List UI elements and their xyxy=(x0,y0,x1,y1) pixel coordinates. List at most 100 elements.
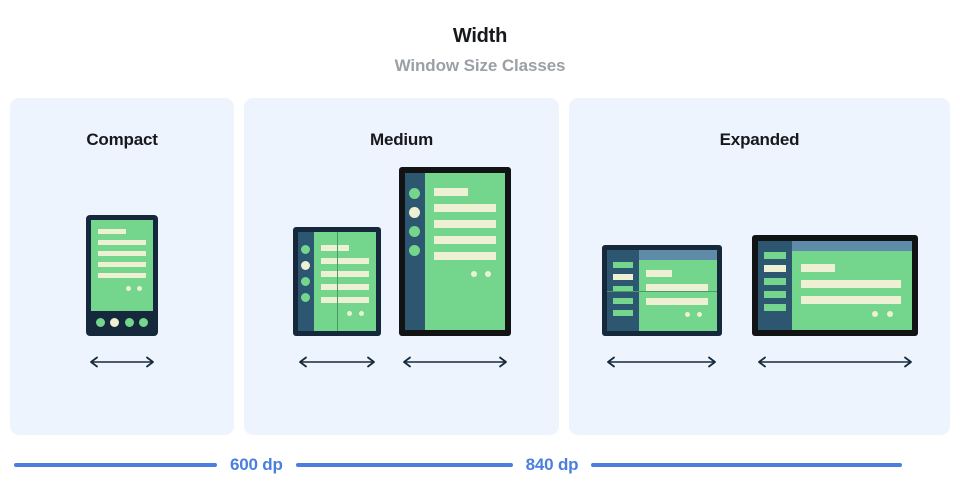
tablet-portrait-frame xyxy=(398,167,511,336)
nav-dot xyxy=(96,318,106,327)
rail-bar-active xyxy=(763,265,786,272)
foldable-landscape-frame xyxy=(601,245,722,336)
scale-line-segment xyxy=(591,463,903,467)
device-group-expanded xyxy=(569,235,950,369)
rail-bar xyxy=(612,262,633,268)
card-medium: Medium xyxy=(244,98,559,435)
rail-bar xyxy=(763,278,786,285)
tablet-landscape-frame xyxy=(751,235,918,336)
screen-dot xyxy=(358,311,364,316)
content-area xyxy=(638,250,717,331)
rail-dot xyxy=(301,277,310,286)
screen-line xyxy=(320,271,369,277)
screen-dot xyxy=(346,311,352,316)
rail-dot xyxy=(409,226,420,237)
screen-line xyxy=(800,296,901,304)
content-area xyxy=(314,232,376,331)
content-area xyxy=(425,173,505,330)
device-foldable-landscape xyxy=(601,245,722,369)
tablet-portrait-screen xyxy=(404,173,505,330)
tablet-landscape-screen xyxy=(757,241,912,330)
screen-dot xyxy=(470,271,477,277)
screen-dot xyxy=(684,312,690,317)
screen-line xyxy=(433,188,468,196)
top-bar xyxy=(638,250,717,260)
card-title-medium: Medium xyxy=(369,130,434,149)
screen-line xyxy=(320,297,369,303)
card-compact: Compact xyxy=(10,98,234,435)
rail-bar xyxy=(763,252,786,259)
screen-line xyxy=(645,284,708,291)
foldable-portrait-frame xyxy=(292,227,381,336)
screen-line xyxy=(98,229,126,234)
width-arrow-icon xyxy=(402,356,507,368)
screen-dot xyxy=(886,311,893,317)
width-arrow-icon xyxy=(757,356,912,368)
device-tablet-portrait xyxy=(398,167,511,369)
nav-rail xyxy=(757,241,792,330)
screen-line xyxy=(800,264,835,272)
content-area xyxy=(791,241,912,330)
screen-line xyxy=(433,236,496,244)
phone-bottom-nav xyxy=(91,315,153,330)
card-title-expanded: Expanded xyxy=(719,130,800,149)
screen-line xyxy=(433,204,496,212)
rail-dot xyxy=(301,245,310,254)
breakpoint-label-840: 840 dp xyxy=(525,455,579,474)
nav-rail xyxy=(297,232,314,331)
phone-screen xyxy=(91,220,153,311)
size-class-cards: Compact xyxy=(10,98,950,435)
screen-line xyxy=(645,270,672,277)
fold-line xyxy=(606,290,717,292)
rail-bar xyxy=(763,304,786,311)
screen-line xyxy=(433,220,496,228)
screen-line xyxy=(800,280,901,288)
screen-dot xyxy=(137,286,142,291)
nav-dot xyxy=(138,318,148,327)
screen-line xyxy=(320,284,369,290)
rail-bar xyxy=(763,291,786,298)
screen-line xyxy=(433,252,496,260)
card-expanded: Expanded xyxy=(569,98,950,435)
scale-line-segment xyxy=(14,463,217,467)
rail-dot-active xyxy=(301,261,310,270)
screen-line xyxy=(320,245,349,251)
screen-line xyxy=(98,251,146,256)
width-arrow-icon xyxy=(90,356,154,368)
device-phone xyxy=(86,215,158,369)
foldable-portrait-screen xyxy=(297,232,376,331)
phone-frame xyxy=(86,215,158,336)
scale-line-segment xyxy=(295,463,513,467)
screen-dot xyxy=(871,311,878,317)
screen-dot xyxy=(484,271,491,277)
fold-line xyxy=(336,232,338,331)
top-bar xyxy=(791,241,912,251)
screen-line xyxy=(320,258,369,264)
nav-rail xyxy=(404,173,425,330)
rail-dot xyxy=(409,188,420,199)
screen-line xyxy=(645,298,708,305)
page-subtitle: Window Size Classes xyxy=(394,56,566,75)
device-foldable-portrait xyxy=(292,227,381,369)
device-tablet-landscape xyxy=(751,235,918,369)
rail-bar-active xyxy=(612,274,633,280)
width-arrow-icon xyxy=(607,356,716,368)
rail-bar xyxy=(612,286,633,292)
screen-dot xyxy=(696,312,702,317)
rail-bar xyxy=(612,298,633,304)
card-title-compact: Compact xyxy=(86,130,158,149)
nav-dot-active xyxy=(110,318,120,327)
width-arrow-icon xyxy=(298,356,375,368)
page-title: Width xyxy=(452,25,508,47)
rail-bar xyxy=(612,310,633,316)
rail-dot xyxy=(409,245,420,256)
screen-line xyxy=(98,240,146,245)
breakpoint-scale: 600 dp 840 dp xyxy=(0,448,960,482)
nav-dot xyxy=(124,318,134,327)
device-group-medium xyxy=(244,167,559,369)
rail-dot xyxy=(301,293,310,302)
foldable-landscape-screen xyxy=(606,250,717,331)
breakpoint-label-600: 600 dp xyxy=(230,455,283,474)
screen-line xyxy=(98,273,146,278)
